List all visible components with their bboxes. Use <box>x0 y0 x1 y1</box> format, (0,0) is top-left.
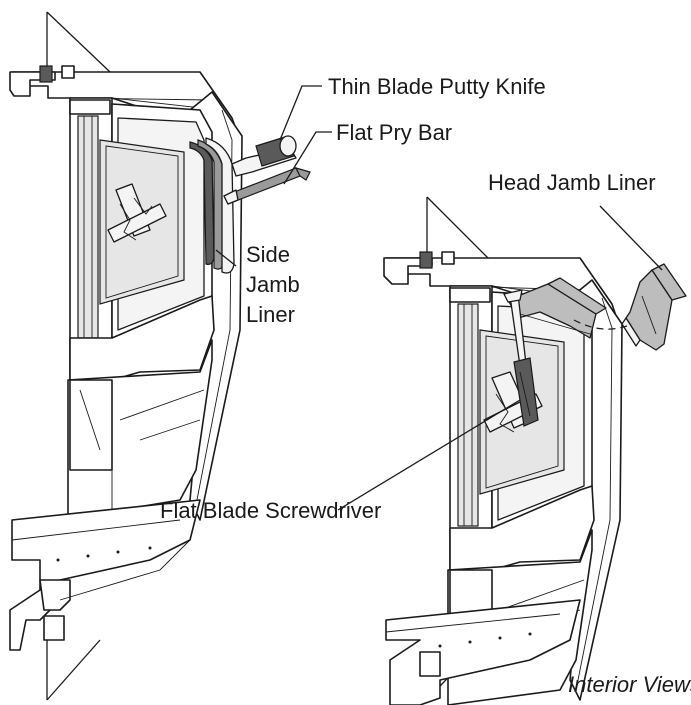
label-side-jamb-liner-2: Jamb <box>246 272 300 297</box>
left-window-illustration <box>9 11 243 701</box>
head-jamb-liner-part <box>621 263 687 351</box>
caption-interior-views: Interior Views <box>568 672 691 697</box>
leader-putty-knife <box>279 85 322 141</box>
label-head-jamb-liner: Head Jamb Liner <box>488 170 656 195</box>
leader-lines <box>215 85 663 511</box>
putty-knife-tool <box>231 135 297 177</box>
leader-pry-bar <box>283 131 332 185</box>
pry-bar-tool <box>223 167 311 205</box>
right-window-illustration <box>383 196 623 705</box>
label-screwdriver: Flat Blade Screwdriver <box>160 498 381 523</box>
screwdriver-tool <box>503 289 539 427</box>
label-putty-knife: Thin Blade Putty Knife <box>328 74 546 99</box>
leader-screwdriver <box>337 399 521 511</box>
label-side-jamb-liner-1: Side <box>246 242 290 267</box>
leader-head-jamb-liner <box>599 205 663 271</box>
removal-path-dashed <box>573 319 633 330</box>
leader-side-jamb-liner <box>215 249 237 267</box>
label-pry-bar: Flat Pry Bar <box>336 120 452 145</box>
label-side-jamb-liner-3: Liner <box>246 302 295 327</box>
